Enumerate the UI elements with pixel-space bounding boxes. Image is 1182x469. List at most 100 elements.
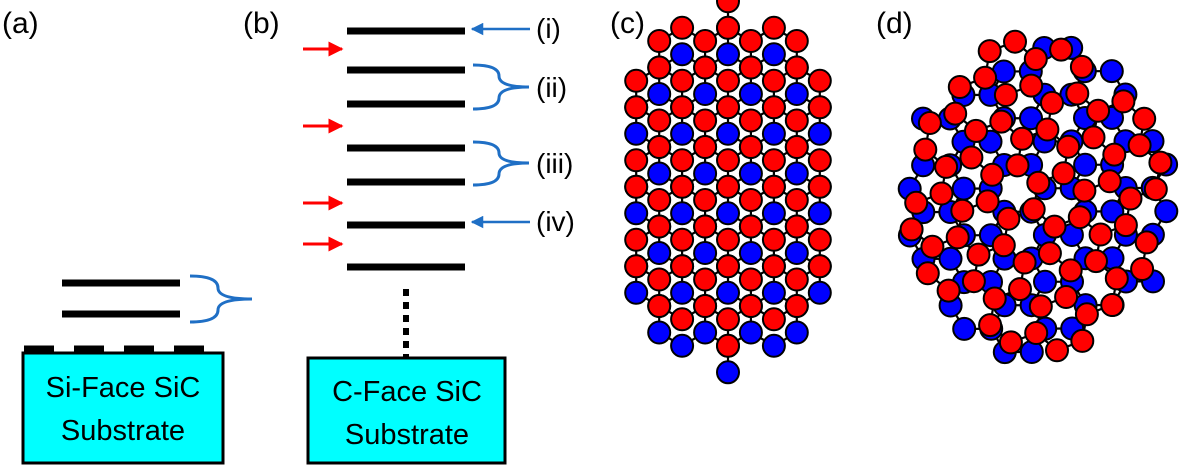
panel-a: (a) Si-Face SiC Substrate xyxy=(2,7,253,465)
lattice-c-blue-atom xyxy=(738,161,763,186)
lattice-d-blue-atom xyxy=(1099,59,1124,84)
lattice-d-red-atom xyxy=(961,269,986,294)
lattice-d-blue-atom xyxy=(1019,106,1043,131)
lattice-c-red-atom xyxy=(807,174,832,199)
lattice-d-red-atom xyxy=(1097,169,1122,194)
lattice-d-red-atom xyxy=(1113,213,1138,238)
lattice-d-red-atom xyxy=(1024,321,1049,345)
lattice-c-red-atom xyxy=(670,227,695,252)
lattice-d-red-atom xyxy=(947,75,972,99)
lattice-d-atoms xyxy=(897,29,1179,365)
lattice-d-blue-atom xyxy=(1154,199,1179,224)
lattice-c-red-atom xyxy=(624,174,649,199)
lattice-c-blue-atom xyxy=(716,280,740,305)
lattice-d-red-atom xyxy=(950,198,975,223)
lattice-d-red-atom xyxy=(934,154,959,179)
lattice-c-blue-atom xyxy=(784,82,809,106)
lattice-c-blue-atom xyxy=(761,42,786,67)
lattice-d-red-atom xyxy=(1058,258,1083,283)
lattice-c-red-atom xyxy=(693,294,718,318)
lattice-c-red-atom xyxy=(738,108,763,133)
lattice-c-red-atom xyxy=(670,15,695,40)
lattice-c-red-atom xyxy=(647,108,672,133)
lattice-c-red-atom xyxy=(716,0,740,14)
lattice-c-red-atom xyxy=(784,135,809,159)
lattice-d-red-atom xyxy=(943,101,968,126)
lattice-d-red-atom xyxy=(1008,277,1032,302)
lattice-c-red-atom xyxy=(738,29,763,53)
lattice-c-red-atom xyxy=(807,68,832,93)
lattice-d-red-atom xyxy=(991,233,1016,258)
lattice-d-red-atom xyxy=(966,242,991,267)
lattice-d-red-atom xyxy=(1065,81,1090,106)
lattice-c-blue-atom xyxy=(784,161,809,186)
lattice-c-red-atom xyxy=(647,188,672,212)
lattice-d-red-atom xyxy=(1023,47,1048,71)
panel-d: (d) xyxy=(876,7,1179,365)
lattice-c-blue-atom xyxy=(784,241,809,265)
lattice-c-blue-atom xyxy=(716,201,740,226)
lattice-d-red-atom xyxy=(993,83,1018,107)
panel-c: (c) xyxy=(610,0,832,385)
annotation-iv: (iv) xyxy=(536,206,575,237)
lattice-d-red-atom xyxy=(1148,150,1173,175)
lattice-c-red-atom xyxy=(716,95,740,120)
lattice-d-red-atom xyxy=(1042,214,1067,239)
lattice-d-red-atom xyxy=(973,65,998,90)
lattice-c-red-atom xyxy=(647,214,672,239)
lattice-c-blue-atom xyxy=(738,320,763,345)
c-face-substrate-line-2: Substrate xyxy=(345,419,469,451)
lattice-c-red-atom xyxy=(624,254,649,279)
lattice-d-red-atom xyxy=(1088,222,1113,247)
lattice-c-red-atom xyxy=(761,307,786,332)
lattice-d-blue-atom xyxy=(1073,152,1098,177)
lattice-c-red-atom xyxy=(716,148,740,173)
lattice-d-red-atom xyxy=(936,278,961,303)
lattice-c-red-atom xyxy=(670,254,695,279)
aligned-bilayer-lattice xyxy=(624,0,832,385)
lattice-c-red-atom xyxy=(693,267,718,292)
panel-a-label: (a) xyxy=(2,7,39,40)
lattice-c-red-atom xyxy=(807,254,832,279)
lattice-d-red-atom xyxy=(989,109,1014,134)
panel-b: (b) (i) (ii) (iii) (iv) C-Face SiC Subst… xyxy=(243,7,575,465)
lattice-d-blue-atom xyxy=(951,176,976,201)
lattice-c-red-atom xyxy=(624,68,649,93)
lattice-d-red-atom xyxy=(1037,241,1062,266)
lattice-d-red-atom xyxy=(1086,98,1111,123)
lattice-c-blue-atom xyxy=(738,241,763,265)
si-face-substrate-line-2: Substrate xyxy=(61,415,185,447)
lattice-d-red-atom xyxy=(1102,142,1127,167)
c-face-substrate xyxy=(306,356,507,465)
lattice-c-red-atom xyxy=(784,29,809,53)
lattice-d-red-atom xyxy=(1134,230,1159,255)
lattice-c-blue-atom xyxy=(761,280,786,305)
lattice-d-red-atom xyxy=(1130,257,1155,281)
lattice-c-blue-atom xyxy=(784,320,809,345)
lattice-c-red-atom xyxy=(761,95,786,120)
lattice-c-red-atom xyxy=(716,68,740,93)
lattice-d-red-atom xyxy=(1143,177,1168,202)
lattice-c-red-atom xyxy=(716,333,740,358)
lattice-c-red-atom xyxy=(647,55,672,80)
lattice-c-blue-atom xyxy=(647,82,672,106)
lattice-c-red-atom xyxy=(693,188,718,212)
lattice-d-red-atom xyxy=(980,162,1005,187)
lattice-d-red-atom xyxy=(998,330,1023,355)
lattice-c-red-atom xyxy=(624,95,649,120)
lattice-d-red-atom xyxy=(1019,73,1044,98)
lattice-d-red-atom xyxy=(1104,266,1129,291)
lattice-c-blue-atom xyxy=(647,241,672,265)
lattice-c-blue-atom xyxy=(693,241,718,265)
lattice-d-red-atom xyxy=(904,190,929,215)
lattice-d-red-atom xyxy=(1003,29,1027,54)
lattice-c-red-atom xyxy=(647,135,672,159)
lattice-d-red-atom xyxy=(977,39,1002,64)
lattice-c-red-atom xyxy=(693,29,718,53)
lattice-c-red-atom xyxy=(784,188,809,212)
lattice-d-red-atom xyxy=(996,206,1021,231)
lattice-c-red-atom xyxy=(693,55,718,80)
lattice-d-red-atom xyxy=(920,234,945,259)
lattice-c-red-atom xyxy=(647,267,672,292)
lattice-d-red-atom xyxy=(982,286,1007,311)
